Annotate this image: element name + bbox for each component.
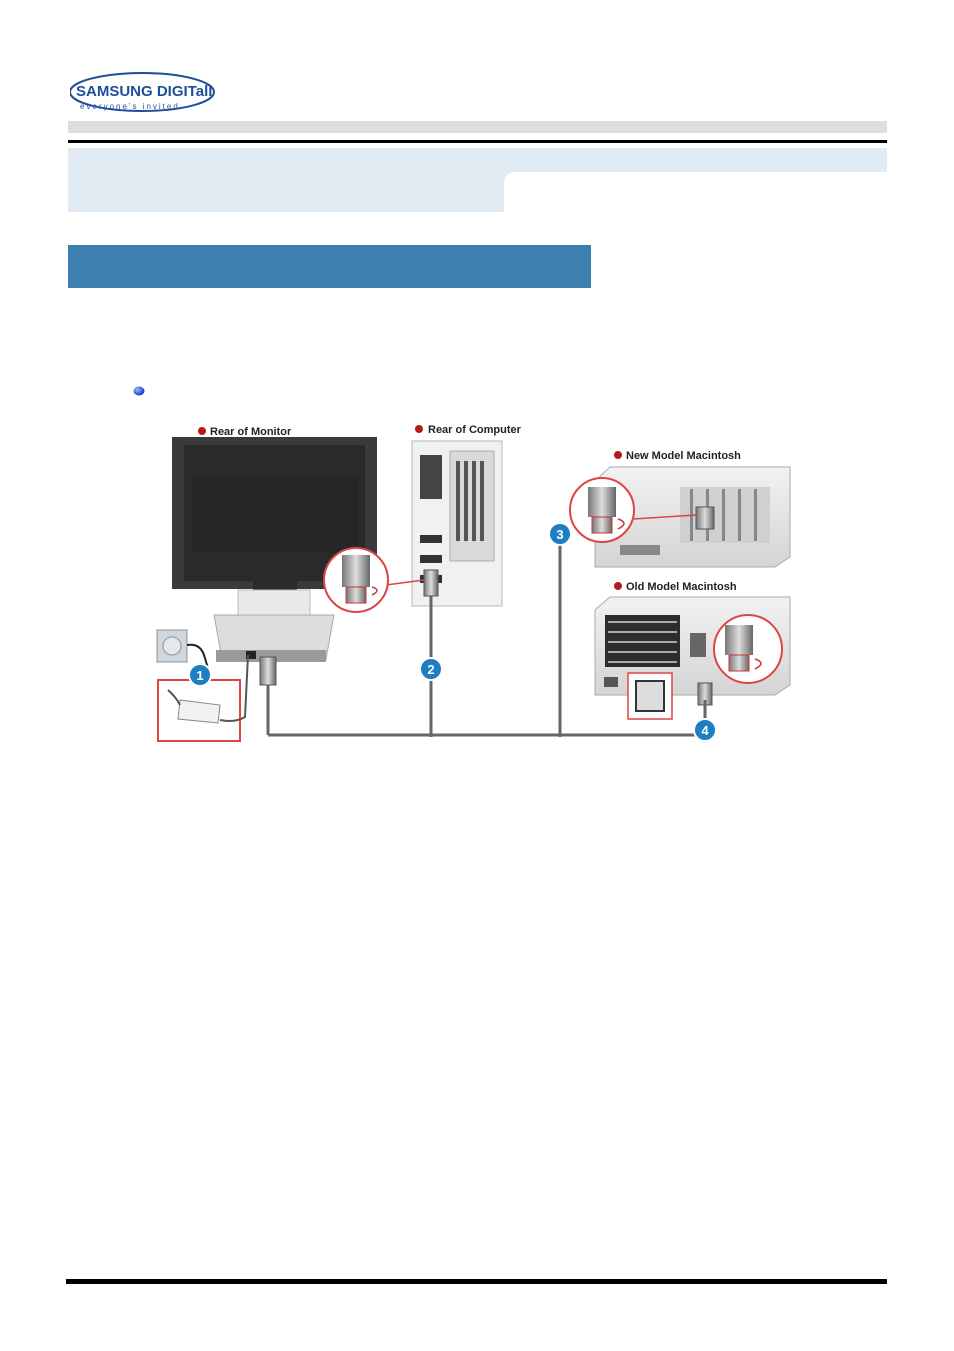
header-gray-bar [68, 121, 887, 133]
logo-tagline: everyone's invited [80, 102, 180, 111]
footer-rule [66, 1279, 887, 1284]
connection-diagram: Rear of Monitor Rear of Computer New Mod… [150, 415, 800, 760]
svg-text:2: 2 [427, 662, 434, 677]
label-dot-icon [614, 582, 622, 590]
header-band [68, 148, 887, 212]
label-dot-icon [614, 451, 622, 459]
label-rear-monitor: Rear of Monitor [210, 426, 292, 438]
step-2-marker: 2 [420, 658, 442, 680]
svg-text:1: 1 [196, 668, 203, 683]
step-1-marker: 1 [189, 664, 211, 686]
bullet-icon [133, 386, 145, 396]
section-title-bar [68, 245, 591, 288]
step-4-marker: 4 [694, 719, 716, 741]
label-old-mac: Old Model Macintosh [626, 581, 737, 593]
svg-text:3: 3 [556, 527, 563, 542]
mac-adapter [628, 673, 672, 719]
label-dot-icon [415, 425, 423, 433]
label-dot-icon [198, 427, 206, 435]
header-rule [68, 140, 887, 143]
pc-connector-zoom [324, 548, 424, 612]
label-rear-computer: Rear of Computer [428, 424, 522, 436]
step-3-marker: 3 [549, 523, 571, 545]
label-new-mac: New Model Macintosh [626, 450, 741, 462]
logo-text: SAMSUNG DIGITall [76, 83, 212, 100]
svg-text:4: 4 [701, 723, 709, 738]
samsung-logo: SAMSUNG DIGITall everyone's invited [70, 70, 220, 115]
pc-tower [412, 441, 502, 606]
monitor-dsub-connector [260, 657, 276, 685]
